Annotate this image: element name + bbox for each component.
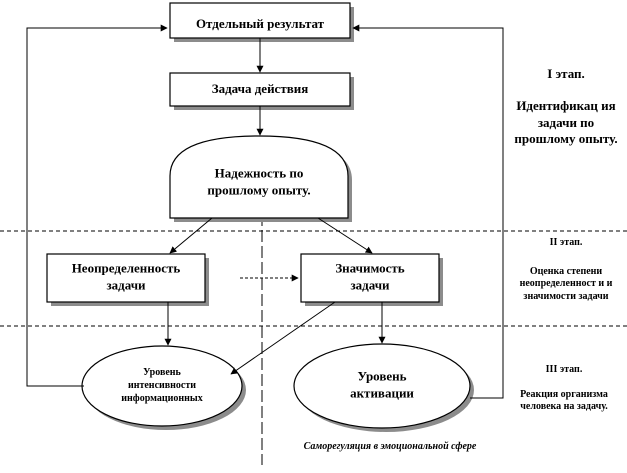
- node-text-line: задачи: [106, 277, 146, 292]
- node-activation: Уровень активации: [293, 343, 474, 432]
- arrow-significance-to-info: [230, 301, 336, 375]
- node-text-line: Уровень: [357, 368, 406, 383]
- node-text-line: Значимость: [335, 260, 404, 275]
- stage1-title: I этап.: [547, 66, 585, 81]
- node-text-line: Неопределенность: [72, 260, 181, 275]
- stage2-body: Оценка степени неопределенност и и значи…: [519, 265, 613, 302]
- node-text-line: прошлому опыту.: [207, 182, 310, 197]
- arrow-reliability-to-uncertainty: [169, 217, 213, 254]
- stage1-body: Идентификац ия задачи по прошлому опыту.: [514, 98, 618, 146]
- node-task-action: Задача действия: [169, 72, 354, 110]
- node-text-line: Задача действия: [212, 81, 309, 96]
- feedback-left: [26, 24, 168, 387]
- node-uncertainty-text: Неопределенность задачи: [72, 260, 181, 292]
- node-text-line: Отдельный результат: [196, 16, 325, 31]
- node-reliability-text: Надежность по прошлому опыту.: [207, 165, 310, 197]
- node-significance: Значимость задачи: [300, 253, 443, 306]
- node-text-line: задачи: [350, 277, 390, 292]
- stage3-body: Реакция организма человека на задачу.: [520, 388, 608, 413]
- node-text-line: интенсивности: [128, 380, 196, 391]
- stage3-label: III этап. Реакция организма человека на …: [505, 364, 623, 414]
- diagram-caption: Саморегуляция в эмоциональной сфере: [303, 441, 477, 452]
- node-text-line: Уровень: [143, 367, 181, 378]
- node-text-line: активации: [350, 385, 414, 400]
- node-significance-text: Значимость задачи: [335, 260, 404, 292]
- node-text-line: информационных: [121, 393, 202, 404]
- node-info-intensity: Уровень интенсивности информационных: [81, 345, 246, 430]
- node-result-text: Отдельный результат: [196, 16, 325, 31]
- node-reliability: Надежность по прошлому опыту.: [169, 135, 352, 222]
- node-info-intensity-text: Уровень интенсивности информационных: [121, 367, 202, 404]
- feedback-right: [352, 24, 504, 399]
- arrow-reliability-to-significance: [317, 217, 373, 254]
- stage2-label: II этап. Оценка степени неопределенност …: [509, 237, 623, 303]
- stage1-label: I этап. Идентификац ия задачи по прошлом…: [509, 66, 623, 147]
- node-activation-text: Уровень активации: [350, 368, 414, 400]
- node-result: Отдельный результат: [169, 2, 354, 42]
- stage2-title: II этап.: [549, 237, 583, 248]
- node-uncertainty: Неопределенность задачи: [46, 253, 209, 306]
- node-task-action-text: Задача действия: [212, 81, 309, 96]
- stage3-title: III этап.: [545, 364, 583, 375]
- node-text-line: Надежность по: [215, 165, 304, 180]
